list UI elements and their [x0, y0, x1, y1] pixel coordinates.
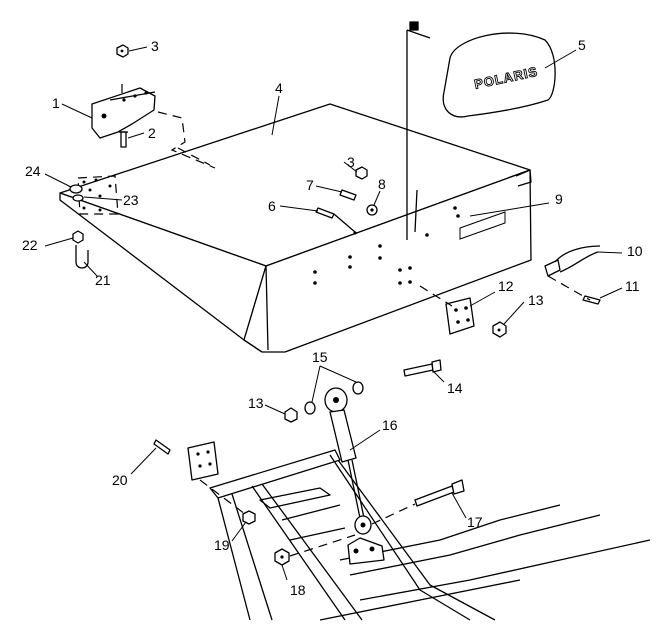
callout-1: 1 — [52, 95, 60, 111]
strap-hook-10 — [544, 245, 601, 277]
nut-18 — [274, 548, 290, 566]
seat-pan — [59, 103, 532, 353]
callout-14: 14 — [447, 380, 463, 396]
backrest-cushion: POLARIS — [409, 21, 556, 118]
washer-23 — [72, 194, 84, 202]
leader-lines — [44, 46, 623, 581]
seat-bracket — [91, 87, 156, 139]
bushing-15-right — [352, 381, 364, 395]
grommet-24 — [69, 184, 83, 194]
callout-7: 7 — [306, 177, 314, 193]
lower-frame — [209, 449, 651, 621]
callout-20: 20 — [112, 472, 128, 488]
callout-3-top: 3 — [151, 38, 159, 54]
plate-20-frame — [187, 441, 219, 481]
callout-3-mid: 3 — [347, 154, 355, 170]
bracket-assembly-line — [157, 111, 216, 169]
callout-21: 21 — [95, 272, 111, 288]
nut-13-left — [284, 407, 298, 423]
callout-6: 6 — [268, 198, 276, 214]
callout-10: 10 — [627, 243, 643, 259]
nut-3-top — [116, 44, 129, 58]
callout-12: 12 — [498, 278, 514, 294]
callout-13-left: 13 — [248, 395, 264, 411]
nut-19 — [242, 510, 256, 525]
bolt-17 — [414, 479, 465, 507]
callout-16: 16 — [382, 417, 398, 433]
callout-18: 18 — [290, 582, 306, 598]
callout-17: 17 — [467, 514, 483, 530]
shock-absorber-16 — [324, 387, 372, 535]
bushing-15-left — [304, 401, 316, 415]
callout-22: 22 — [22, 237, 38, 253]
nut-13-right — [492, 321, 507, 338]
u-bolt-21 — [75, 245, 89, 269]
callout-23: 23 — [123, 192, 139, 208]
callout-9: 9 — [555, 191, 563, 207]
callout-13-right: 13 — [528, 292, 544, 308]
callout-5: 5 — [578, 37, 586, 53]
washer-8 — [366, 204, 378, 216]
callout-2: 2 — [148, 125, 156, 141]
bolt-14 — [403, 359, 442, 377]
bolt-11 — [582, 295, 601, 305]
callout-11: 11 — [625, 278, 640, 294]
plate-12 — [445, 297, 475, 335]
callout-24: 24 — [25, 163, 41, 179]
bolt-2 — [119, 131, 128, 148]
callout-4: 4 — [275, 80, 283, 96]
bolt-7 — [339, 189, 357, 201]
callout-19: 19 — [214, 537, 230, 553]
callout-15: 15 — [312, 349, 328, 365]
bolt-20 — [153, 439, 171, 455]
callout-8: 8 — [378, 176, 386, 192]
nut-22 — [72, 230, 84, 244]
nut-3-mid — [355, 166, 368, 180]
